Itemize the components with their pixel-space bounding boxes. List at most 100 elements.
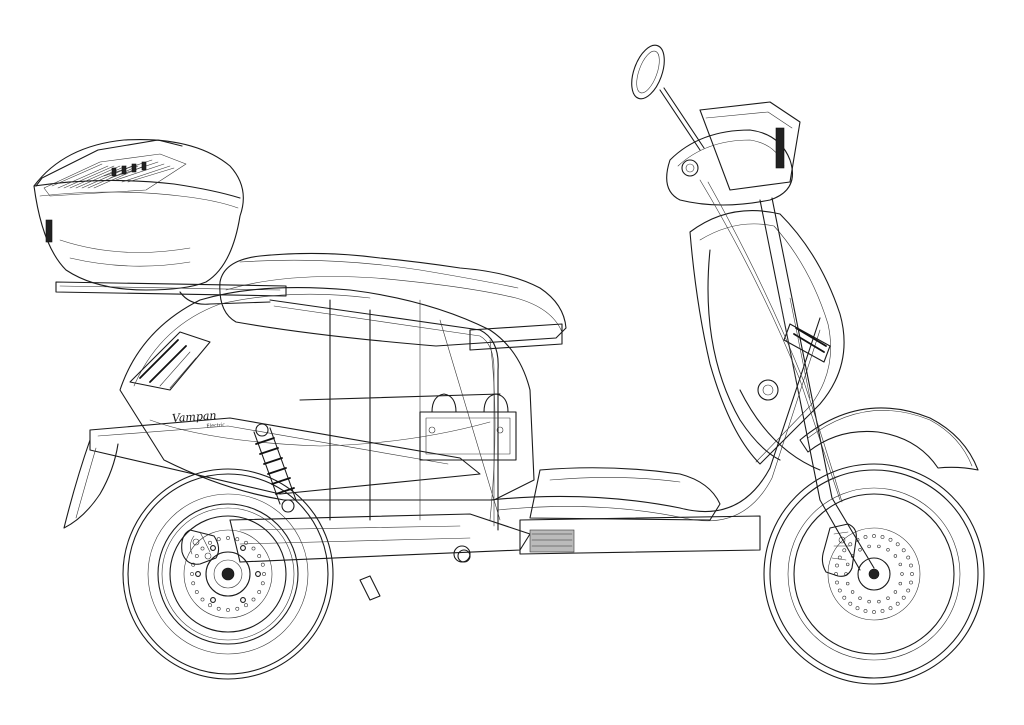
hub-bolt: [240, 597, 246, 603]
brake-disc-hole: [877, 544, 881, 549]
brake-disc-hole: [845, 581, 850, 586]
brake-disc-hole: [880, 609, 885, 613]
floorboard: [519, 467, 761, 555]
brake-disc-hole: [200, 597, 205, 602]
front-brake-caliper: [821, 523, 857, 577]
brake-disc-hole: [867, 544, 871, 549]
brake-disc-hole: [260, 562, 265, 567]
handlebar: [666, 101, 801, 206]
hub-bolt: [195, 571, 201, 577]
rear-hub-bolts: [195, 545, 261, 603]
brake-disc-hole: [906, 588, 911, 593]
brake-disc-hole: [191, 581, 196, 586]
brake-disc-hole: [909, 580, 913, 585]
brake-disc-hole: [906, 555, 911, 560]
brake-disc-hole: [235, 537, 240, 542]
wordmark: Vampan Electric: [172, 409, 226, 430]
hub-bolt: [255, 571, 261, 577]
brake-disc-hole: [848, 542, 853, 547]
brake-disc-hole: [842, 595, 847, 600]
brake-disc-hole: [886, 596, 890, 600]
top-case: [33, 139, 244, 291]
top-case-latch: [45, 219, 53, 243]
rear-brake-disc-holes: [190, 536, 266, 612]
brake-disc-hole: [863, 609, 868, 613]
brake-disc-hole: [898, 581, 902, 586]
brake-disc-hole: [863, 535, 868, 539]
rear-brake-caliper: [181, 529, 220, 565]
brake-disc-hole: [194, 554, 199, 558]
brake-disc-hole: [216, 537, 221, 542]
frame: [269, 299, 821, 531]
leg-shield: [689, 210, 845, 465]
brake-disc-hole: [251, 597, 256, 602]
brand-wordmark: Vampan: [172, 409, 217, 425]
rear-light: [129, 331, 211, 391]
brake-disc-hole: [845, 562, 850, 567]
front-fork: [739, 197, 875, 571]
rear-wheel: [122, 468, 334, 680]
brake-disc-hole: [235, 606, 240, 611]
brake-disc-hole: [837, 555, 842, 560]
brake-disc-hole: [190, 572, 194, 576]
hub-bolt: [210, 545, 216, 551]
brake-disc-hole: [208, 603, 212, 608]
hub-bolt: [210, 597, 216, 603]
brake-disc-hole: [848, 601, 853, 606]
brake-disc-hole: [194, 590, 199, 594]
brake-disc-hole: [837, 588, 842, 593]
mirror: [631, 44, 705, 151]
rear-shock: [253, 423, 297, 513]
brake-disc-hole: [909, 563, 913, 568]
brake-disc-hole: [898, 562, 902, 567]
brake-disc-hole: [226, 536, 230, 540]
brake-disc-hole: [858, 596, 862, 600]
hub-bolt: [240, 545, 246, 551]
brake-disc-hole: [901, 548, 906, 553]
brake-disc-hole: [880, 535, 885, 539]
brake-disc-hole: [260, 581, 265, 586]
brake-disc-hole: [895, 542, 900, 547]
brake-disc-hole: [200, 546, 205, 551]
brake-disc-hole: [208, 540, 212, 545]
front-fender: [799, 407, 979, 471]
brake-disc-hole: [901, 595, 906, 600]
brake-disc-hole: [842, 548, 847, 553]
wiring: [489, 179, 843, 521]
brake-disc-hole: [867, 599, 871, 604]
brake-disc-hole: [872, 610, 876, 614]
brake-disc-hole: [893, 554, 898, 558]
seat: [219, 252, 567, 351]
brake-disc-hole: [910, 572, 914, 576]
brake-disc-hole: [872, 534, 876, 538]
brake-disc-hole: [835, 580, 839, 585]
swingarm: [229, 513, 531, 563]
front-indicator: [783, 323, 831, 363]
brake-disc-hole: [244, 603, 248, 608]
front-brake-disc-holes: [834, 534, 914, 614]
rear-rack: [55, 281, 287, 305]
brake-disc-hole: [886, 548, 890, 552]
side-stand: [359, 549, 471, 601]
battery-controller: [419, 393, 517, 461]
brake-disc-hole: [226, 608, 230, 612]
brake-disc-hole: [262, 572, 266, 576]
brand-subline: Electric: [206, 422, 225, 429]
rear-body-panel: [89, 286, 535, 501]
brake-disc-hole: [257, 590, 262, 594]
brake-disc-hole: [835, 563, 839, 568]
brake-disc-hole: [858, 548, 862, 552]
brake-disc-hole: [893, 590, 898, 594]
brake-disc-hole: [216, 606, 221, 611]
brake-disc-hole: [244, 540, 248, 545]
top-case-vent-grille: [51, 159, 175, 189]
front-wheel: [763, 463, 985, 685]
brake-disc-hole: [900, 572, 904, 576]
brake-disc-hole: [257, 554, 262, 558]
brake-disc-hole: [888, 537, 893, 542]
rear-fender: [63, 439, 119, 529]
brake-disc-hole: [850, 590, 855, 594]
brake-disc-hole: [895, 601, 900, 606]
brake-disc-hole: [877, 599, 881, 604]
